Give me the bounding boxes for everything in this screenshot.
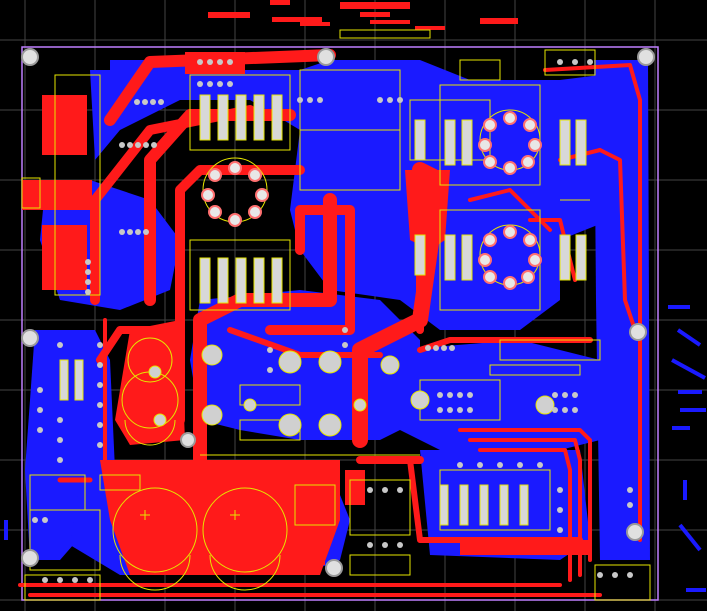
silkscreen-layer (21, 29, 651, 601)
right-stray-marks (4, 305, 706, 592)
top-stray-marks (208, 0, 518, 30)
mounting-holes (21, 48, 655, 577)
resistor-row-top (59, 94, 587, 526)
via-pads (32, 59, 633, 583)
capacitor-polarity-marks (119, 419, 281, 591)
board-outline (21, 46, 659, 601)
small-round-components (148, 344, 555, 437)
tube-socket-pads (201, 111, 542, 290)
